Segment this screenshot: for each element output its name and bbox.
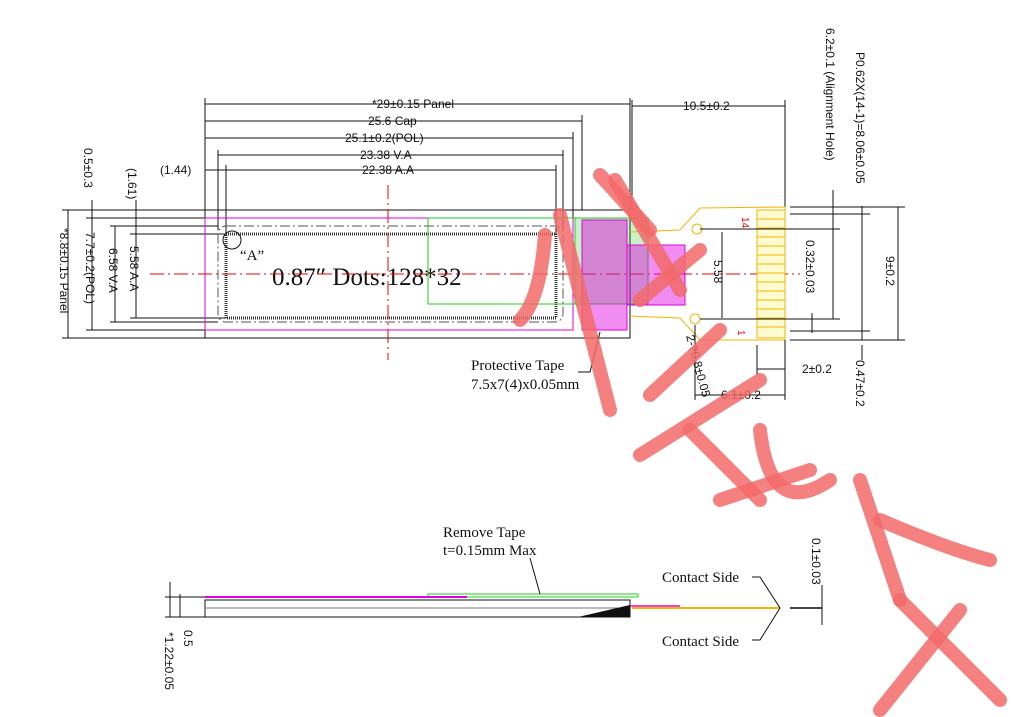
detail-a-circle [222, 230, 242, 250]
dim-panel-width: *29±0.15 Panel [372, 97, 454, 111]
dim-glass-thickness: 0.5 [181, 630, 195, 647]
remove-tape-spec: t=0.15mm Max [443, 543, 537, 559]
dim-fpc-thickness: 0.1±0.03 [809, 538, 823, 585]
alignment-hole-bottom [689, 313, 701, 325]
left-dimension-lines [62, 200, 226, 339]
pin-1-label: 1 [735, 330, 746, 336]
side-view [165, 557, 823, 641]
dim-va-width: 23.38 V.A [360, 148, 412, 162]
right-dimension-lines [694, 190, 905, 400]
contact-side-top: Contact Side [662, 570, 739, 586]
dim-offset-144: (1.44) [160, 163, 191, 177]
active-area [224, 232, 558, 320]
dim-fpc-width: 9±0.2 [883, 256, 897, 286]
dim-aa-width: 22.38 A.A [362, 163, 414, 177]
dim-offset-161: (1.61) [125, 168, 139, 199]
tape-spec: 7.5x7(4)x0.05mm [471, 377, 580, 393]
dim-panel-height: *8.8±0.15 Panel [57, 228, 71, 313]
dim-pin-pitch: P0.62X(14-1)=8.06±0.05 [853, 52, 867, 184]
dim-fpc-edge: 0.47±0.2 [853, 360, 867, 407]
dim-pin-width: 0.32±0.03 [803, 240, 817, 294]
pin-14-label: 14 [739, 217, 750, 229]
detail-a-label: “A” [240, 248, 264, 264]
fpc-pins [756, 209, 786, 339]
dim-offset-05: 0.5±0.3 [81, 148, 95, 188]
dim-pol-width: 25.1±0.2(POL) [345, 131, 424, 145]
dim-aa-height: 5.58 A.A [127, 246, 141, 291]
watermark [513, 168, 1007, 717]
dim-cap-width: 25.6 Cap [368, 114, 417, 128]
dim-va-height: 6.58 V.A [106, 248, 120, 293]
dim-alignment-hole: 6.2±0.1 (Alignment Hole) [823, 28, 837, 161]
dim-fpc-length: 10.5±0.2 [683, 99, 730, 113]
dim-total-thickness: *1.22±0.05 [162, 632, 176, 690]
top-dimension-lines [204, 98, 786, 234]
dim-hole-spacing: 5.58 [711, 260, 725, 284]
dim-pol-height: 7.7±0.2(POL) [83, 232, 97, 304]
tape-label: Protective Tape [471, 358, 565, 374]
remove-tape-label: Remove Tape [443, 525, 526, 541]
dim-contact-length: 2±0.2 [802, 362, 832, 376]
display-title: 0.87″ Dots:128*32 [272, 264, 462, 291]
contact-side-bottom: Contact Side [662, 634, 739, 650]
